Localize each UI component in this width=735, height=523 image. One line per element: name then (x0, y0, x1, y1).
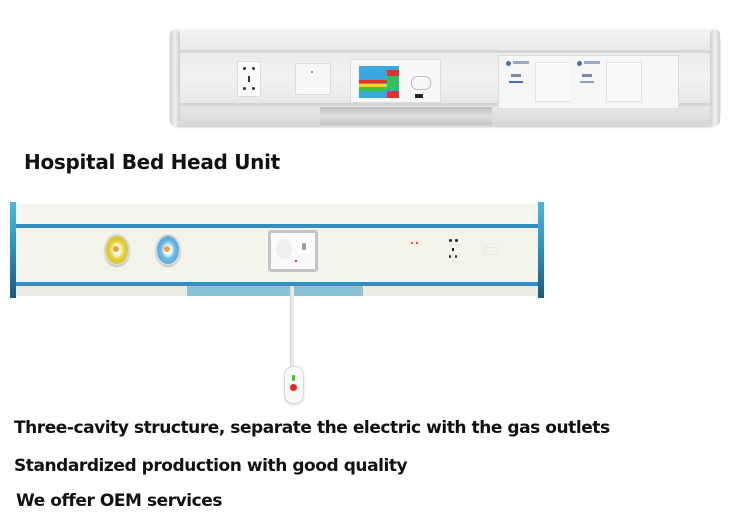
end-cap-left (10, 202, 16, 298)
divider-band-top (10, 224, 544, 228)
feature-line-3: We offer OEM services (16, 491, 223, 511)
bed-head-unit-blue-image (10, 202, 544, 298)
power-outlet-icon (237, 61, 261, 97)
lcd-control-panel (350, 59, 441, 103)
light-rail (187, 286, 363, 296)
bed-head-unit-grey-image (170, 29, 720, 126)
feature-line-2: Standardized production with good qualit… (14, 456, 408, 476)
gas-valve-blue-icon (155, 234, 181, 266)
housing-stripe-top (178, 50, 712, 53)
end-cap-left (170, 29, 180, 126)
gas-outlet-box-2 (570, 55, 679, 109)
housing-stripe-bottom (178, 103, 712, 106)
power-socket-icon (446, 239, 462, 263)
nurse-call-panel-icon (268, 230, 318, 272)
blank-plate-icon (484, 247, 498, 255)
indicator-leds-icon (411, 242, 421, 245)
card-reader-icon (411, 76, 431, 90)
end-cap-right (538, 202, 544, 298)
gas-valve-yellow-icon (104, 234, 130, 266)
feature-line-1: Three-cavity structure, separate the ele… (14, 418, 610, 438)
call-cord (290, 286, 294, 366)
divider-band-bottom (10, 282, 544, 286)
page-title: Hospital Bed Head Unit (24, 150, 280, 174)
end-cap-right (710, 29, 720, 126)
wall-switch-icon (295, 63, 331, 95)
upper-cavity (12, 204, 542, 224)
handheld-call-remote-icon (284, 366, 304, 404)
usb-port-icon (415, 94, 423, 98)
lcd-screen-icon (359, 66, 399, 98)
light-rail (320, 107, 492, 125)
